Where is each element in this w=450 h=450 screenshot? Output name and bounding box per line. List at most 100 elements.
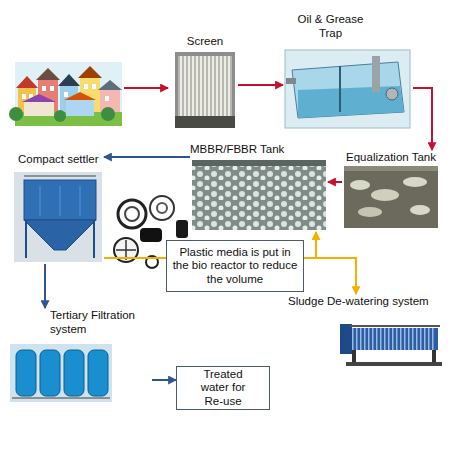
node-heading: Tertiary Filtration system bbox=[50, 308, 152, 336]
flow-arrow bbox=[44, 264, 46, 308]
flow-arrow bbox=[152, 379, 176, 381]
box-text: Treated water for Re-use bbox=[191, 368, 255, 409]
houses-illustration bbox=[24, 102, 54, 116]
tertiary-filter-illustration bbox=[40, 350, 60, 396]
equalization-tank-illustration bbox=[344, 166, 438, 228]
houses-illustration bbox=[22, 94, 26, 99]
filter-press-illustration bbox=[350, 328, 438, 350]
screen-illustration bbox=[175, 52, 235, 128]
oil-trap-illustration bbox=[298, 86, 404, 118]
process-image: Compact settler bbox=[12, 152, 104, 264]
flow-arrow bbox=[104, 156, 190, 158]
compact-settler-illustration bbox=[24, 175, 96, 177]
houses-illustration bbox=[92, 84, 96, 89]
houses-illustration bbox=[9, 62, 168, 126]
tertiary-filter-illustration bbox=[10, 344, 112, 402]
output-box: Treated water for Re-use bbox=[176, 366, 270, 410]
oil-trap-illustration bbox=[286, 78, 296, 84]
process-image: Sludge De-watering system bbox=[288, 294, 445, 372]
note-box: Plastic media is put in the bio reactor … bbox=[166, 240, 304, 292]
screen-illustration bbox=[178, 56, 232, 116]
tertiary-filter-illustration bbox=[12, 397, 110, 399]
flow-arrow bbox=[238, 84, 283, 86]
compact-settler-illustration bbox=[24, 220, 96, 250]
filter-press-illustration bbox=[346, 362, 442, 366]
process-image: Equalization Tank bbox=[342, 150, 440, 230]
oil-trap-illustration bbox=[292, 62, 404, 118]
node-heading: Sludge De-watering system bbox=[288, 294, 445, 308]
node-heading: Oil & Grease Trap bbox=[288, 12, 373, 40]
tertiary-filter-illustration bbox=[10, 344, 112, 402]
filter-press-illustration bbox=[340, 324, 352, 354]
houses-illustration bbox=[98, 80, 122, 90]
plastic-media-illustration bbox=[140, 228, 162, 242]
node-heading: Screen bbox=[172, 34, 238, 48]
filter-press-illustration bbox=[340, 312, 445, 372]
houses-illustration bbox=[22, 94, 56, 102]
houses-illustration bbox=[105, 96, 109, 101]
oil-trap-illustration bbox=[372, 56, 380, 92]
compact-settler-illustration bbox=[25, 220, 27, 258]
equalization-tank-illustration bbox=[344, 166, 438, 228]
stage-label: Equalization Tank bbox=[342, 150, 440, 164]
compact-settler-illustration bbox=[93, 220, 95, 258]
houses-illustration bbox=[58, 74, 80, 86]
houses-illustration bbox=[36, 68, 60, 80]
process-image: MBBR/FBBR Tank bbox=[190, 142, 328, 232]
process-image: Screen bbox=[172, 34, 238, 130]
oil-trap-illustration bbox=[386, 88, 398, 100]
flow-arrow bbox=[413, 88, 432, 150]
equalization-tank-illustration bbox=[358, 207, 382, 217]
houses-illustration bbox=[16, 76, 38, 88]
filter-press-illustration bbox=[352, 328, 436, 350]
plastic-media-illustration bbox=[157, 203, 167, 213]
mbbr-tank-illustration bbox=[192, 160, 326, 166]
filter-press-illustration bbox=[432, 350, 436, 364]
houses-illustration bbox=[66, 100, 94, 116]
filter-press-illustration bbox=[340, 312, 445, 372]
compact-settler-illustration bbox=[40, 186, 41, 216]
equalization-tank-illustration bbox=[344, 166, 438, 171]
oil-trap-illustration bbox=[339, 66, 341, 112]
houses-illustration bbox=[84, 84, 88, 89]
houses-illustration bbox=[54, 110, 66, 122]
houses-illustration bbox=[50, 86, 54, 91]
box-text: Plastic media is put in the bio reactor … bbox=[171, 246, 299, 287]
stage-label: Compact settler bbox=[18, 152, 104, 166]
plastic-media-illustration bbox=[150, 196, 174, 220]
compact-settler-illustration bbox=[14, 172, 102, 262]
node-heading: Plastic media is put in the bio reactor … bbox=[167, 246, 303, 287]
screen-illustration bbox=[175, 52, 235, 128]
node-heading: Treated water for Re-use bbox=[177, 368, 269, 409]
equalization-tank-illustration bbox=[403, 177, 427, 187]
oil-trap-illustration bbox=[285, 50, 410, 128]
houses-illustration bbox=[101, 107, 115, 121]
node-heading: Equalization Tank bbox=[342, 150, 440, 164]
houses-illustration bbox=[15, 62, 122, 126]
houses-illustration bbox=[9, 107, 23, 121]
filter-press-illustration bbox=[352, 350, 356, 364]
equalization-tank-illustration bbox=[410, 205, 430, 215]
houses-illustration bbox=[64, 92, 68, 97]
stage-label: Sludge De-watering system bbox=[288, 294, 445, 308]
equalization-tank-illustration bbox=[350, 180, 370, 190]
filter-press-illustration bbox=[350, 325, 440, 327]
stage-label: Tertiary Filtration system bbox=[50, 308, 152, 336]
equalization-tank-illustration bbox=[371, 189, 399, 201]
plastic-media-illustration bbox=[118, 200, 146, 228]
compact-settler-illustration bbox=[60, 186, 61, 216]
mbbr-tank-illustration bbox=[192, 160, 326, 230]
compact-settler-illustration bbox=[24, 180, 96, 220]
stage-label: Screen bbox=[172, 34, 238, 48]
screen-illustration bbox=[175, 116, 235, 128]
houses-illustration bbox=[124, 87, 168, 89]
compact-settler-illustration bbox=[80, 186, 81, 216]
plastic-media-illustration bbox=[176, 220, 188, 238]
plastic-media-illustration bbox=[125, 207, 139, 221]
stage-label: MBBR/FBBR Tank bbox=[190, 142, 310, 156]
houses-illustration bbox=[42, 86, 46, 91]
process-image: Tertiary Filtration system bbox=[8, 308, 152, 403]
mbbr-tank-illustration bbox=[192, 160, 326, 230]
tertiary-filter-illustration bbox=[16, 350, 36, 396]
oil-trap-illustration bbox=[285, 50, 410, 128]
